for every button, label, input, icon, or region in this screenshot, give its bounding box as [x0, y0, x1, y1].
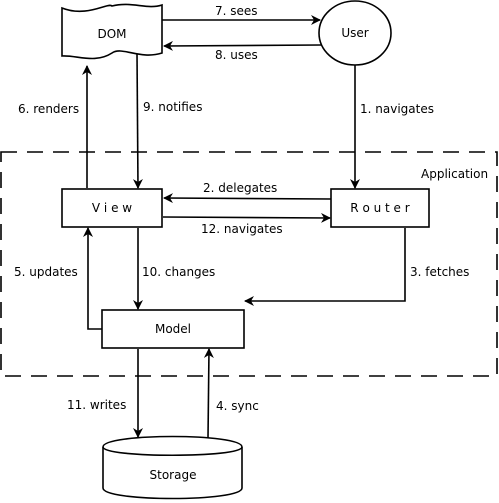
edge-label-navigates-user: 1. navigates	[360, 102, 434, 116]
edge-label-sync: 4. sync	[216, 399, 259, 413]
node-dom: DOM	[61, 3, 163, 60]
edge-navigates-view	[162, 212, 331, 223]
node-view: V i e w	[61, 188, 163, 228]
edge-label-changes: 10. changes	[142, 265, 215, 279]
node-user-label: User	[341, 26, 368, 40]
application-boundary	[0, 151, 498, 377]
edge-label-renders: 6. renders	[18, 102, 79, 116]
edge-label-writes: 11. writes	[67, 398, 126, 412]
edge-label-delegates: 2. delegates	[203, 181, 277, 195]
node-user: User	[318, 0, 392, 66]
edge-label-updates: 5. updates	[14, 265, 78, 279]
edge-label-notifies: 9. notifies	[143, 100, 202, 114]
node-view-label: V i e w	[92, 201, 132, 215]
edge-uses	[163, 40, 322, 51]
node-router: R o u t e r	[330, 188, 430, 228]
edge-label-uses: 8. uses	[215, 48, 258, 62]
edge-label-fetches: 3. fetches	[410, 265, 469, 279]
edge-notifies	[132, 52, 143, 189]
node-storage-label: Storage	[150, 468, 197, 482]
node-storage: Storage	[102, 435, 243, 500]
node-router-label: R o u t e r	[350, 201, 409, 215]
edge-label-sees: 7. sees	[215, 4, 258, 18]
edge-updates	[83, 227, 102, 330]
edge-label-navigates-view: 12. navigates	[201, 222, 283, 236]
node-model-label: Model	[155, 322, 191, 336]
edge-fetches	[244, 228, 406, 306]
node-dom-label: DOM	[97, 27, 126, 41]
edge-delegates	[163, 193, 332, 204]
edge-sync	[203, 348, 214, 439]
application-label: Application	[421, 167, 488, 181]
node-model: Model	[101, 309, 245, 349]
